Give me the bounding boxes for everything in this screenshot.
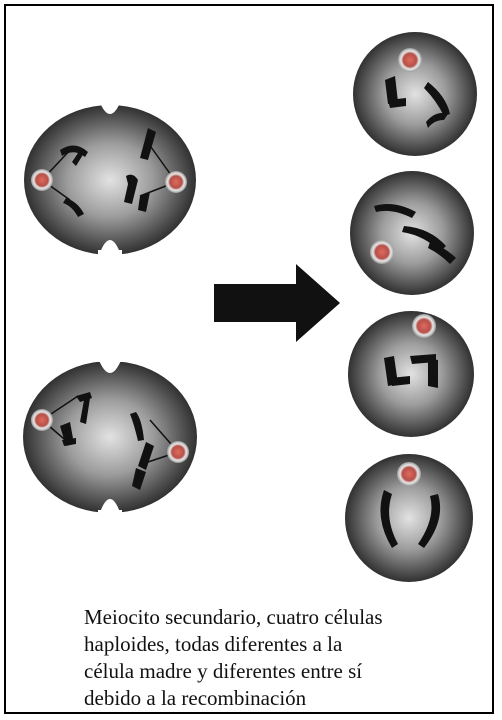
figure-caption: Meiocito secundario, cuatro células hapl… — [84, 604, 484, 712]
centrosome — [412, 314, 436, 338]
daughter-cell-4 — [345, 454, 473, 582]
centrosome-left — [31, 409, 53, 431]
dividing-cell-top — [24, 94, 196, 262]
caption-line: debido a la recombinación — [84, 685, 484, 712]
centrosome — [398, 48, 422, 72]
caption-line: Meiocito secundario, cuatro células — [84, 604, 484, 631]
centrosome-left — [31, 169, 53, 191]
centrosome — [397, 462, 421, 486]
centrosome-right — [167, 441, 189, 463]
dividing-cell-bottom — [23, 354, 197, 522]
right-arrow — [214, 264, 340, 342]
caption-line: haploides, todas diferentes a la — [84, 631, 484, 658]
daughter-cell-3 — [348, 311, 474, 437]
centrosome-right — [165, 171, 187, 193]
daughter-cell-1 — [353, 32, 477, 156]
centrosome — [370, 240, 394, 264]
caption-line: célula madre y diferentes entre sí — [84, 658, 484, 685]
daughter-cell-2 — [350, 171, 474, 295]
